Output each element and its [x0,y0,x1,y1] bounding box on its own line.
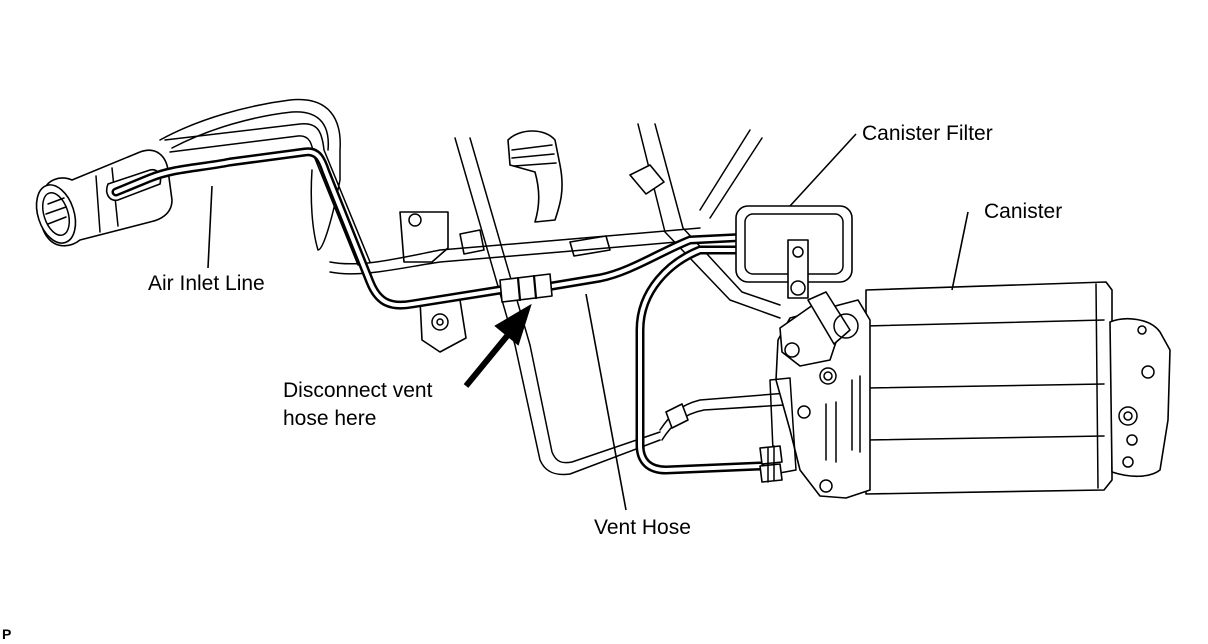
canister-filter-label: Canister Filter [862,122,993,145]
canister-filter-leader [789,133,857,207]
body-structure [159,98,781,476]
air-inlet-line-label: Air Inlet Line [148,272,265,295]
disconnect-label-line2: hose here [283,407,376,430]
air-inlet-assembly [35,149,173,247]
air-inlet-line-leader [207,185,213,269]
vent-hose-label: Vent Hose [594,516,691,539]
vent-hose-leader [585,293,627,511]
disconnect-label-line1: Disconnect vent [283,379,433,402]
disconnect-arrow [463,303,532,388]
canister-filter [735,205,853,299]
canister-label: Canister [984,200,1062,223]
vent-hose [499,231,775,475]
corner-mark: P [2,626,11,642]
leader-lines [207,133,969,511]
air-inlet-line [111,147,505,310]
canister [759,281,1171,499]
purge-line [659,391,801,441]
canister-leader [951,211,969,291]
